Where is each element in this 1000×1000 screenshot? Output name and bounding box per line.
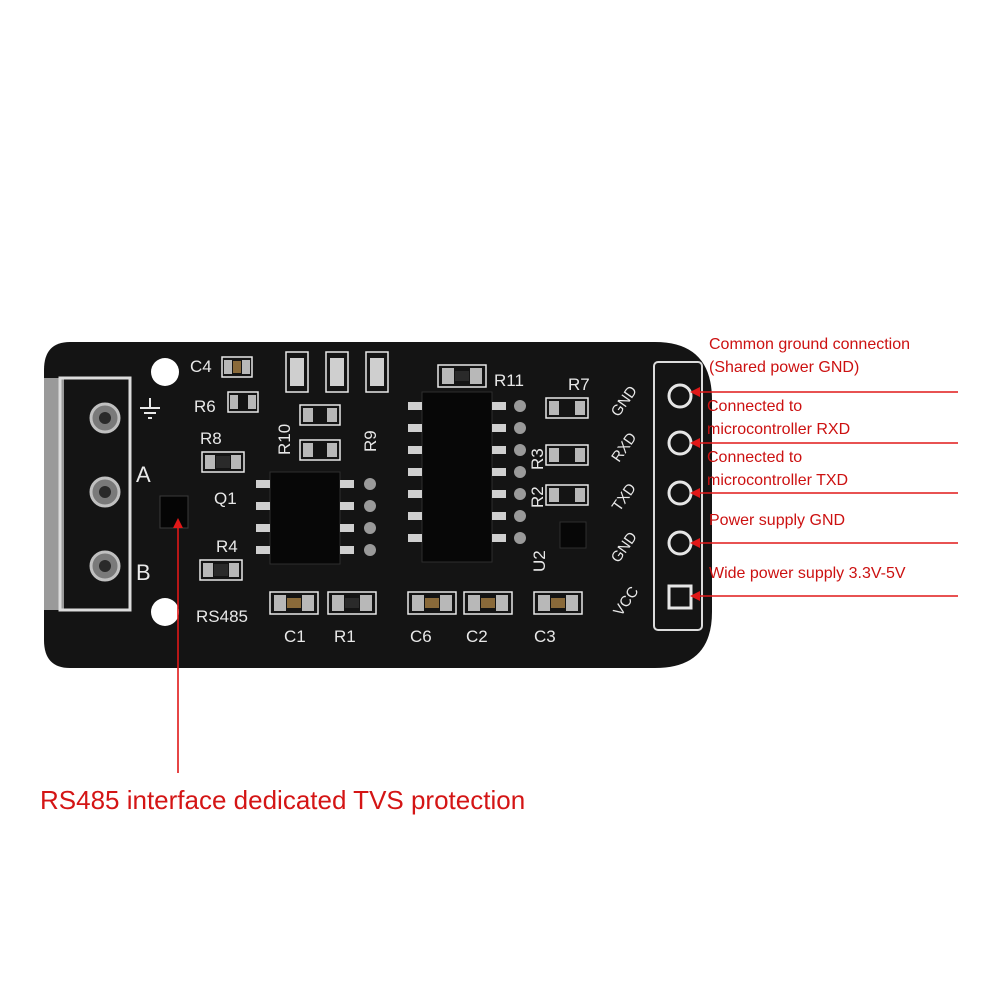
annotation-arrows <box>173 387 958 773</box>
pin-header-outline <box>653 361 703 631</box>
smd-footprints <box>199 351 589 615</box>
label-rs485: RS485 <box>196 607 248 626</box>
annotation-txd-line1: Connected to <box>707 449 803 466</box>
mounting-hole <box>151 358 179 386</box>
terminal-label-a: A <box>136 462 151 487</box>
screw-terminal-gnd <box>89 402 121 434</box>
annotation-vcc: Wide power supply 3.3V-5V <box>709 565 906 582</box>
optocoupler-ic <box>408 391 526 563</box>
annotation-tvs: RS485 interface dedicated TVS protection <box>40 785 526 815</box>
label-r9: R9 <box>361 430 380 452</box>
screw-terminal-a <box>89 476 121 508</box>
label-r2: R2 <box>528 486 547 508</box>
label-u2: U2 <box>530 550 549 572</box>
label-r4: R4 <box>216 537 238 556</box>
label-c1: C1 <box>284 627 306 646</box>
label-r3: R3 <box>528 448 547 470</box>
pcb-board <box>44 342 712 668</box>
label-c4: C4 <box>190 357 212 376</box>
annotation-power-gnd: Power supply GND <box>709 512 846 529</box>
label-c6: C6 <box>410 627 432 646</box>
annotation-common-ground-line1: Common ground connection <box>709 336 911 353</box>
annotation-common-ground-line2: (Shared power GND) <box>709 359 860 376</box>
label-c2: C2 <box>466 627 488 646</box>
annotation-common-ground: Common ground connection (Shared power G… <box>709 333 910 379</box>
status-leds <box>290 358 384 386</box>
ground-icon <box>140 398 160 419</box>
annotation-rxd: Connected to microcontroller RXD <box>707 395 850 441</box>
label-c3: C3 <box>534 627 556 646</box>
mounting-hole <box>151 598 179 626</box>
annotation-rxd-line1: Connected to <box>707 398 803 415</box>
label-r8: R8 <box>200 429 222 448</box>
label-r7: R7 <box>568 375 590 394</box>
screw-terminal-b <box>89 550 121 582</box>
terminal-block-outline <box>58 376 132 612</box>
label-r10: R10 <box>275 424 294 455</box>
label-r1: R1 <box>334 627 356 646</box>
rs485-transceiver-ic <box>256 471 376 565</box>
tvs-diode-q1 <box>159 495 189 529</box>
annotation-rxd-line2: microcontroller RXD <box>707 421 851 438</box>
label-q1: Q1 <box>214 489 237 508</box>
transistor-u2 <box>559 521 587 549</box>
annotation-txd-line2: microcontroller TXD <box>707 472 849 489</box>
label-r6: R6 <box>194 397 216 416</box>
annotation-txd: Connected to microcontroller TXD <box>707 446 848 492</box>
terminal-label-b: B <box>136 560 151 585</box>
label-r11: R11 <box>494 371 524 390</box>
